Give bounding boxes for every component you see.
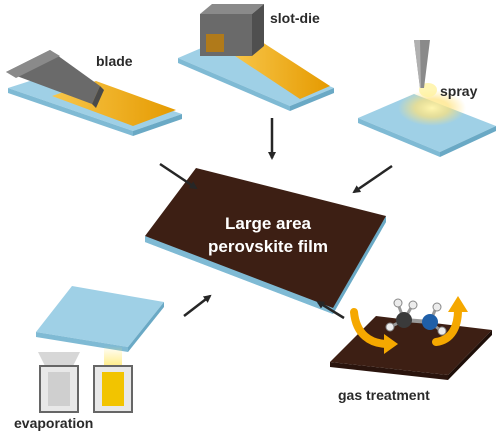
arrow-from-evaporation (183, 294, 212, 317)
blade-coating-illustration: blade (6, 50, 182, 136)
evaporation-illustration: evaporation (14, 286, 164, 431)
arrow-from-gas-treatment (316, 300, 345, 320)
central-perovskite-film: Large area perovskite film (145, 168, 386, 314)
slot-die-label: slot-die (270, 10, 320, 26)
evaporation-label: evaporation (14, 415, 93, 431)
arrow-from-blade (159, 162, 198, 190)
gas-treatment-label: gas treatment (338, 387, 430, 403)
slot-die-coating-illustration: slot-die (178, 4, 334, 111)
central-title-line2: perovskite film (208, 237, 328, 256)
process-arrows (159, 118, 393, 320)
central-title-line1: Large area (225, 214, 312, 233)
gas-treatment-illustration: gas treatment (330, 296, 492, 403)
spray-label: spray (440, 83, 478, 99)
arrow-from-spray (352, 164, 393, 194)
spray-coating-illustration: spray (358, 40, 496, 157)
blade-label: blade (96, 53, 133, 69)
methylamine-molecule-icon (385, 298, 447, 336)
